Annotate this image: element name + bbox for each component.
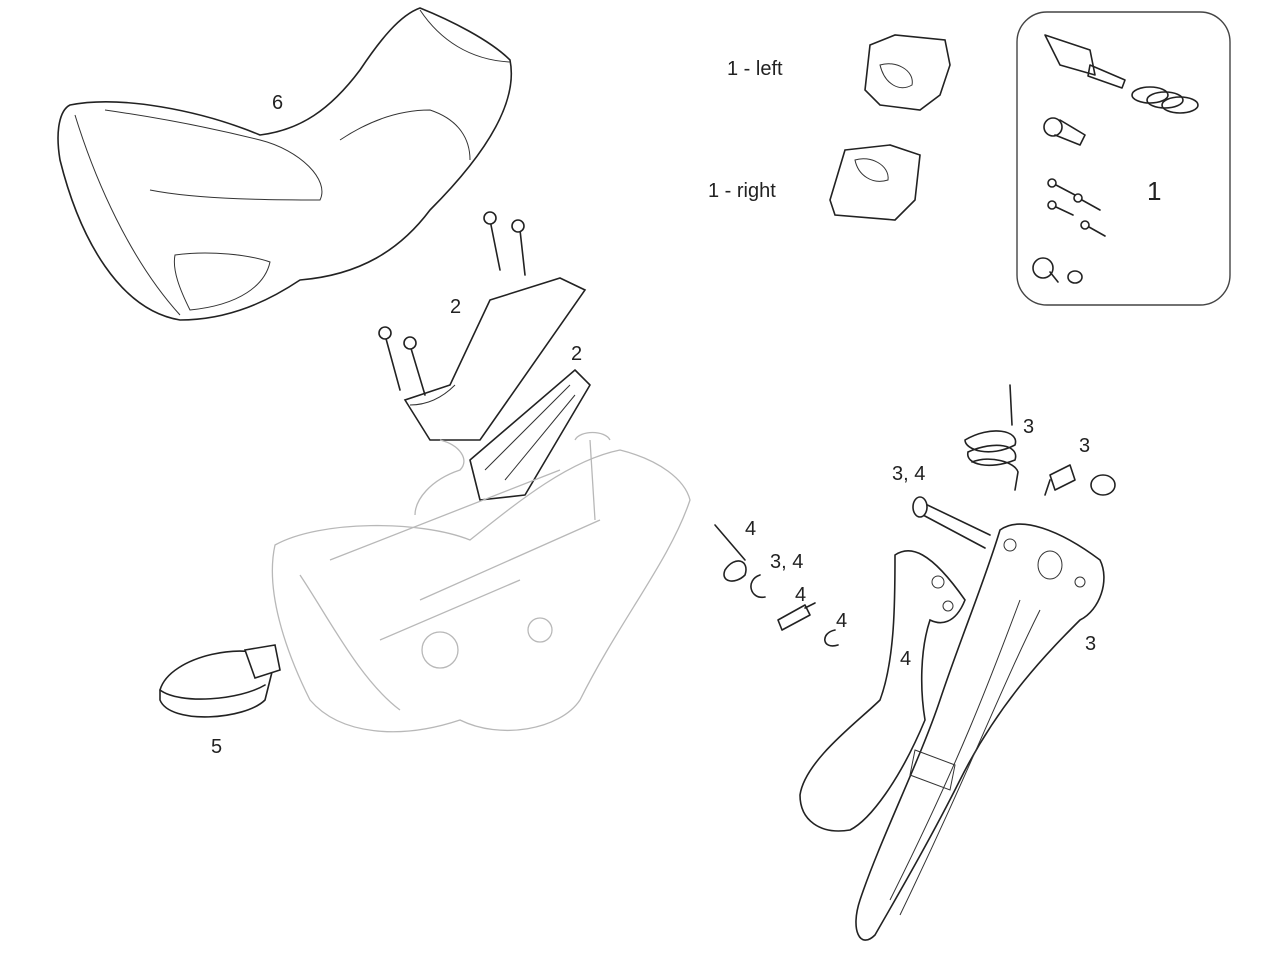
label-pivot-3: 3 <box>1079 435 1091 457</box>
band-clamp-part <box>159 644 281 718</box>
cover-part <box>378 211 591 501</box>
small-parts-4 <box>714 524 839 647</box>
label-hood: 6 <box>272 92 284 114</box>
spring-3-part <box>912 384 1116 549</box>
label-cover-plate: 2 <box>571 343 583 365</box>
label-kit: 1 <box>1147 176 1162 206</box>
label-shift-lever: 3 <box>1085 633 1097 655</box>
kit-box <box>1016 11 1231 306</box>
lever-body-ghost <box>271 431 691 733</box>
label-spring-3: 3 <box>1023 416 1035 438</box>
label-c-clip-4: 4 <box>836 610 848 632</box>
label-brake-lever: 4 <box>900 648 912 670</box>
label-clamp-left: 1 - left <box>727 58 783 80</box>
brake-lever-part <box>799 550 966 832</box>
label-pivot-pin: 3, 4 <box>892 463 926 485</box>
label-spring-4: 4 <box>745 518 757 540</box>
label-band-clamp: 5 <box>211 736 223 758</box>
hood-part <box>57 7 513 321</box>
shift-lever-part <box>855 523 1105 941</box>
clamp-left-part <box>864 34 951 111</box>
label-clip-34: 3, 4 <box>770 551 804 573</box>
label-bolt-4: 4 <box>795 584 807 606</box>
clamp-right-part <box>829 144 921 221</box>
label-cover: 2 <box>450 296 462 318</box>
label-clamp-right: 1 - right <box>708 180 776 202</box>
